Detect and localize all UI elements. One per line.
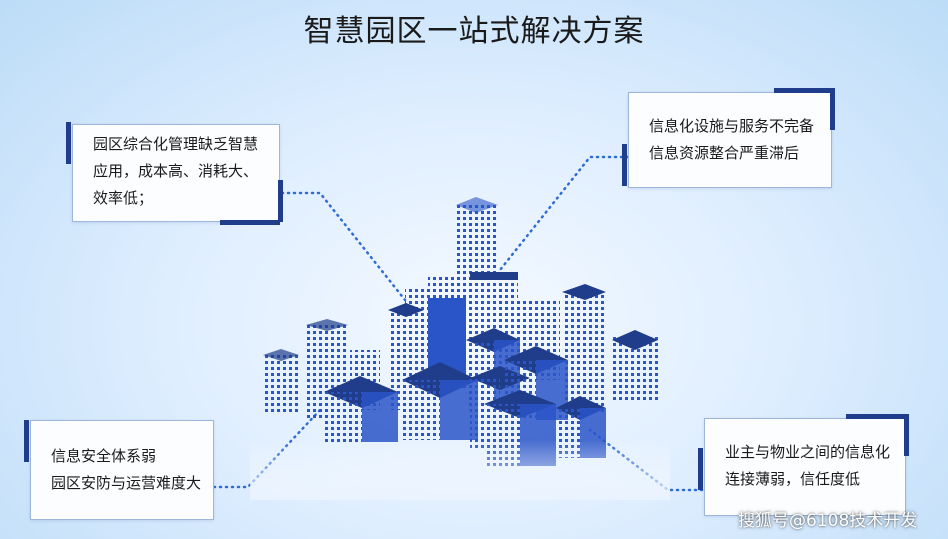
connector-top-left xyxy=(280,191,407,302)
card-bottom-right: 业主与物业之间的信息化 连接薄弱，信任度低 xyxy=(704,418,906,516)
card-accent xyxy=(278,180,283,222)
card-top-right-line-1: 信息化设施与服务不完备 xyxy=(649,117,815,135)
card-bottom-right-line-1: 业主与物业之间的信息化 xyxy=(725,443,891,461)
connector-bottom-right xyxy=(588,428,704,492)
card-bottom-left-line-2: 园区安防与运营难度大 xyxy=(51,474,202,492)
connector-top-right xyxy=(498,155,630,272)
card-accent xyxy=(904,414,909,456)
card-accent xyxy=(220,220,280,225)
card-accent xyxy=(24,420,29,462)
card-accent xyxy=(846,414,906,419)
connector-bottom-left xyxy=(212,408,322,489)
card-bottom-right-line-2: 连接薄弱，信任度低 xyxy=(725,470,861,488)
card-top-right-line-2: 信息资源整合严重滞后 xyxy=(649,144,800,162)
card-top-right: 信息化设施与服务不完备 信息资源整合严重滞后 xyxy=(628,92,832,188)
card-accent xyxy=(66,122,71,164)
watermark: 搜狐号@6108技术开发 xyxy=(738,511,918,531)
page-title: 智慧园区一站式解决方案 xyxy=(303,14,645,49)
card-top-left: 园区综合化管理缺乏智慧 应用，成本高、消耗大、 效率低； xyxy=(72,124,280,222)
card-accent xyxy=(622,144,627,186)
card-bottom-left-line-1: 信息安全体系弱 xyxy=(51,447,157,465)
card-top-left-line-1: 园区综合化管理缺乏智慧 xyxy=(93,135,259,153)
card-accent xyxy=(774,88,834,93)
buildings xyxy=(263,197,658,466)
card-top-left-line-3: 效率低； xyxy=(93,189,154,207)
card-top-left-line-2: 应用，成本高、消耗大、 xyxy=(93,162,259,180)
card-accent xyxy=(830,88,835,130)
card-bottom-left: 信息安全体系弱 园区安防与运营难度大 xyxy=(30,420,214,520)
card-accent xyxy=(698,448,703,490)
